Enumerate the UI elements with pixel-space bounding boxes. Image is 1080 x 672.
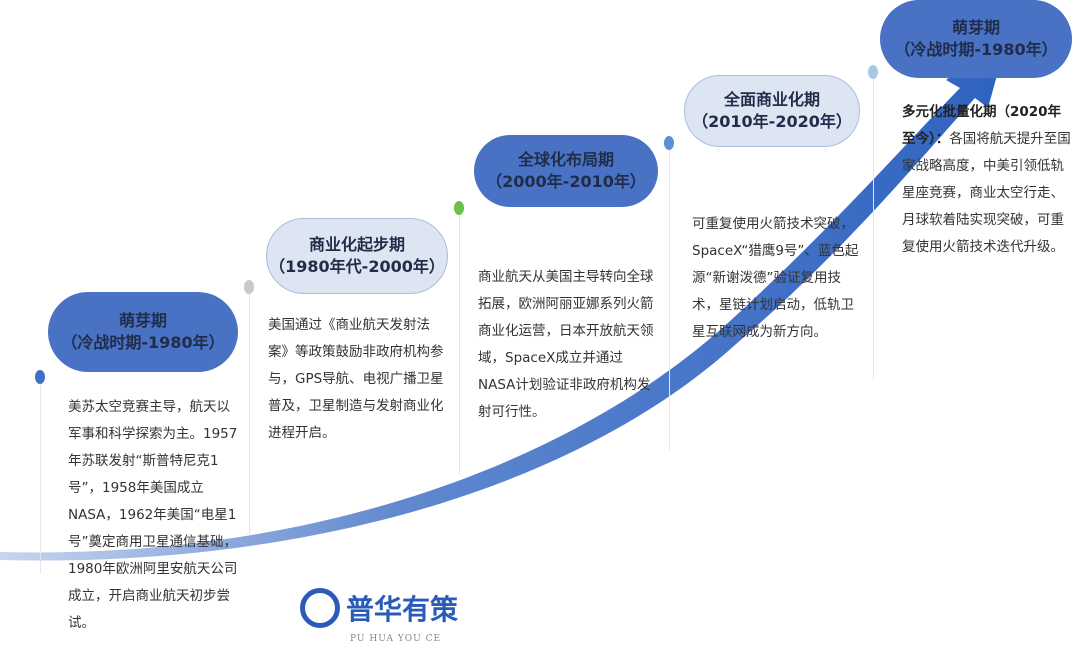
stage-title: 萌芽期: [118, 311, 167, 330]
stage-period: （1980年代-2000年）: [269, 257, 445, 276]
stage-pill-1: 萌芽期 （冷战时期-1980年）: [48, 292, 238, 372]
stage-dot-4: [664, 136, 674, 150]
stage-dot-3: [454, 201, 464, 215]
stage-desc-4: 可重复使用火箭技术突破，SpaceX“猎鹰9号”、蓝色起源“新谢泼德”验证复用技…: [692, 216, 859, 340]
stage-desc-5: 多元化批量化期（2020年至今）：各国将航天提升至国家战略高度，中美引领低轨星座…: [902, 99, 1074, 261]
stage-line-4: [669, 150, 670, 450]
logo-icon: [300, 588, 340, 628]
watermark-name: 普华有策: [346, 593, 459, 626]
stage-dot-1: [35, 370, 45, 384]
stage-line-5: [873, 79, 874, 379]
stage-period: （冷战时期-1980年）: [61, 333, 225, 352]
watermark-logo: 普华有策: [300, 588, 458, 628]
stage-pill-3: 全球化布局期 （2000年-2010年）: [474, 135, 658, 207]
stage-period: （2010年-2020年）: [692, 112, 852, 131]
stage-line-2: [249, 294, 250, 534]
stage-pill-4: 全面商业化期 （2010年-2020年）: [684, 75, 860, 147]
stage-period: （2000年-2010年）: [486, 172, 646, 191]
watermark-sub: PU HUA YOU CE: [350, 634, 442, 644]
stage-dot-2: [244, 280, 254, 294]
stage-desc-1: 美苏太空竞赛主导，航天以军事和科学探索为主。1957年苏联发射“斯普特尼克1号”…: [68, 399, 238, 631]
stage-desc-heading: 多元化批量化期（2020年至今）：: [902, 104, 1062, 147]
stage-desc-body: 各国将航天提升至国家战略高度，中美引领低轨星座竞赛，商业太空行走、月球软着陆实现…: [902, 131, 1071, 255]
stage-line-1: [40, 384, 41, 574]
stage-desc-2: 美国通过《商业航天发射法案》等政策鼓励非政府机构参与，GPS导航、电视广播卫星普…: [268, 317, 444, 441]
stage-pill-2: 商业化起步期 （1980年代-2000年）: [266, 218, 448, 294]
stage-pill-5: 萌芽期 （冷战时期-1980年）: [880, 0, 1072, 78]
stage-desc-3: 商业航天从美国主导转向全球拓展，欧洲阿丽亚娜系列火箭商业化运营，日本开放航天领域…: [478, 269, 654, 420]
stage-period: （冷战时期-1980年）: [894, 40, 1058, 59]
stage-dot-5: [868, 65, 878, 79]
stage-title: 商业化起步期: [308, 235, 405, 254]
stage-line-3: [459, 215, 460, 475]
stage-title: 全面商业化期: [723, 90, 820, 109]
stage-title: 全球化布局期: [517, 150, 614, 169]
stage-title: 萌芽期: [951, 18, 1000, 37]
